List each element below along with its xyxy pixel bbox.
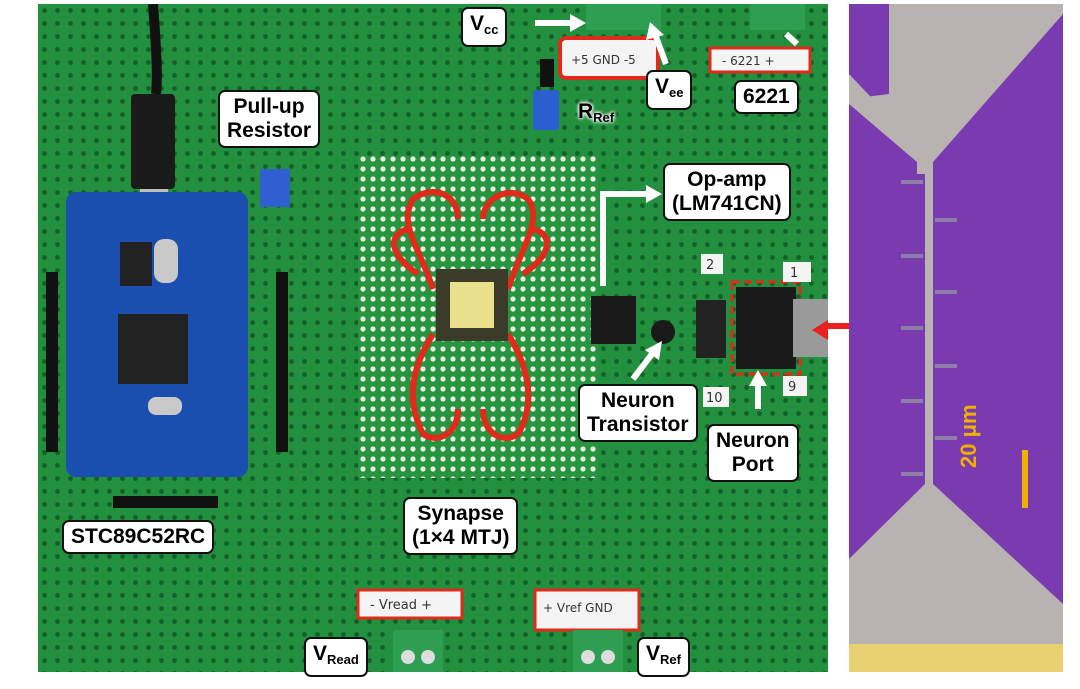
lower-funnel [849, 484, 1063, 644]
center-strip [925, 164, 933, 489]
vee-sub: ee [669, 85, 684, 100]
vread-sub: Read [327, 652, 359, 667]
neuron-port-line-1: Neuron [716, 429, 790, 452]
terminal-block-6221 [750, 4, 805, 30]
neuron-port-label: Neuron Port [707, 424, 799, 482]
rref-main: R [578, 100, 594, 123]
callout-arrows [535, 14, 800, 409]
device-micrograph [849, 4, 1063, 672]
micrograph-illustration [849, 4, 1063, 672]
mcu-ic-small [120, 242, 152, 286]
pullup-resistor-array [260, 169, 290, 207]
num-tag-2 [701, 254, 723, 274]
opamp-line-1: Op-amp [687, 168, 767, 191]
opamp-label: Op-amp (LM741CN) [663, 163, 791, 221]
vref-label: VRef [637, 637, 690, 677]
synapse-line-2: (1×4 MTJ) [412, 526, 510, 549]
neuron-transistor-line-2: Transistor [587, 413, 689, 436]
supply-handwriting: +5 GND -5 [571, 53, 636, 67]
num-2-text: 2 [706, 258, 714, 273]
vee-label: Vee [646, 70, 693, 110]
top-electrode [849, 4, 1049, 164]
mtj-chip [450, 282, 494, 328]
screw-vref-1 [581, 650, 595, 664]
neuron-port-line-2: Port [731, 453, 774, 476]
pullup-line-1: Pull-up [233, 95, 305, 118]
vref-sub: Ref [660, 652, 681, 667]
bottom-pad [849, 644, 1063, 672]
s6221-label: 6221 [734, 80, 799, 114]
s6221-handwriting: - 6221 + [722, 54, 775, 68]
terminal-block-vref [573, 630, 623, 672]
neuron-transistor-label: Neuron Transistor [578, 384, 698, 442]
s6221-tape [708, 46, 812, 74]
upper-funnel [849, 4, 1063, 174]
mcu-header-bottom [113, 496, 218, 508]
screw-vread-1 [401, 650, 415, 664]
vread-label: VRead [304, 637, 368, 677]
synapse-line-1: Synapse [417, 502, 504, 525]
red-double-arrow [812, 320, 828, 340]
num-9-text: 9 [788, 380, 796, 395]
num-1-text: 1 [790, 266, 798, 281]
usb-cable [148, 4, 162, 95]
terminal-block-vread [393, 630, 443, 672]
vcc-label: Vcc [461, 7, 508, 47]
mcu-crystal [154, 239, 178, 283]
scale-bar [1022, 450, 1028, 508]
vread-tape [356, 588, 464, 620]
red-wires [391, 188, 550, 441]
vcc-main: V [470, 12, 485, 35]
mcu-chip [118, 314, 188, 384]
vread-handwriting: - Vread + [370, 598, 432, 613]
vread-main: V [313, 642, 328, 665]
neuron-transistor-line-1: Neuron [601, 389, 675, 412]
neuron-port-connector [736, 287, 796, 369]
terminal-block-supply [586, 4, 661, 30]
screw-vref-2 [601, 650, 615, 664]
num-tag-10 [703, 387, 729, 407]
opamp-chip [591, 296, 636, 344]
neuron-transistor-body [651, 320, 675, 344]
vcc-sub: cc [484, 22, 499, 37]
opamp-line-2: (LM741CN) [672, 192, 782, 215]
screw-vread-2 [421, 650, 435, 664]
synapse-label: Synapse (1×4 MTJ) [403, 497, 519, 555]
mcu-header-right [276, 272, 288, 452]
num-tag-1 [783, 262, 811, 282]
supply-tape [558, 36, 660, 80]
mcu-crystal-2 [148, 397, 182, 415]
vee-main: V [655, 75, 670, 98]
vref-main: V [646, 642, 661, 665]
mcu-label: STC89C52RC [62, 520, 215, 554]
num-10-text: 10 [706, 391, 723, 406]
rref-sub: Ref [593, 110, 615, 125]
num-tag-9 [783, 376, 807, 396]
pullup-label: Pull-up Resistor [218, 90, 321, 148]
mcu-header-left [46, 272, 58, 452]
rref-label: RRef [578, 100, 614, 130]
pcb-illustration: +5 GND -5 - 6221 + 2 1 10 9 - Vread + + … [38, 4, 828, 672]
vref-handwriting: + Vref GND [543, 601, 613, 615]
jumper [540, 59, 554, 87]
potentiometer [533, 90, 559, 130]
mtj-junctions [901, 180, 957, 476]
pullup-line-2: Resistor [227, 119, 312, 142]
pin-header [696, 300, 726, 358]
pcb-photo: +5 GND -5 - 6221 + 2 1 10 9 - Vread + + … [38, 4, 828, 672]
scale-bar-label: 20 μm [956, 404, 981, 468]
usb-plug [131, 94, 175, 189]
